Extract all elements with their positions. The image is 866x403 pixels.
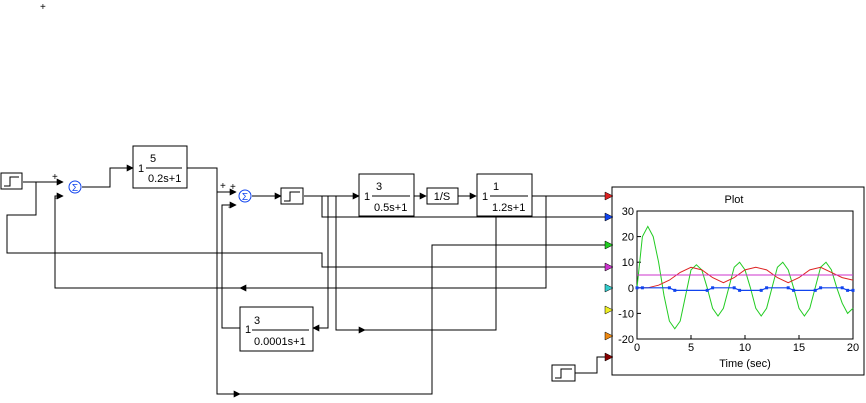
plot-input-port xyxy=(604,283,614,293)
plot-input-ports xyxy=(604,191,614,362)
plot-point xyxy=(732,286,736,290)
integrator-block[interactable]: 1/S xyxy=(426,187,459,205)
plot-input-port xyxy=(604,352,614,362)
plot-xlabel: Time (sec) xyxy=(719,358,771,370)
plot-input-port xyxy=(604,212,614,222)
plot-title: Plot xyxy=(725,194,744,206)
transfer-function-2[interactable]: 1 3 0.5s+1 xyxy=(358,173,415,217)
tf1-numerator: 5 xyxy=(150,153,156,165)
integrator-label: 1/S xyxy=(434,191,451,203)
sum-junction-2[interactable]: Σ + + - xyxy=(220,181,252,213)
tf1-gain: 1 xyxy=(138,163,144,175)
wire-feedback-outer[interactable] xyxy=(54,192,547,289)
saturation-block[interactable] xyxy=(280,187,304,205)
plot-point xyxy=(667,286,671,290)
plot-point xyxy=(851,288,855,292)
wire-tf1-plot-green[interactable] xyxy=(216,168,612,395)
sum1-plus-sign: + xyxy=(52,172,58,183)
wire-sat-plot-blue[interactable] xyxy=(321,196,613,221)
y-tick-label: 0 xyxy=(628,283,634,295)
y-tick-label: 10 xyxy=(622,257,634,269)
y-tick-label: 30 xyxy=(622,206,634,218)
plot-point xyxy=(640,286,644,290)
y-tick-label: 20 xyxy=(622,232,634,244)
plot-point xyxy=(819,286,823,290)
plot-input-port xyxy=(604,305,614,315)
wire-step1-plot-magenta[interactable] xyxy=(14,252,613,271)
tf2-gain: 1 xyxy=(364,191,370,203)
x-tick-label: 10 xyxy=(739,342,751,354)
step-source-2[interactable] xyxy=(551,364,576,382)
sum-junction-1[interactable]: Σ + - xyxy=(52,172,82,204)
plot-input-port xyxy=(604,191,614,201)
wire-step1-branch[interactable] xyxy=(6,182,37,254)
transfer-function-4[interactable]: 1 3 0.0001s+1 xyxy=(239,306,314,352)
tf3-denominator: 1.2s+1 xyxy=(492,202,525,214)
plot-point xyxy=(786,286,790,290)
plot-point xyxy=(705,288,709,292)
step-source-1[interactable] xyxy=(0,172,23,190)
plot-point xyxy=(765,286,769,290)
tf3-gain: 1 xyxy=(482,191,488,203)
plot-point xyxy=(759,288,763,292)
plot-series-line xyxy=(637,266,854,289)
wire-tf1-sum2[interactable] xyxy=(187,167,237,196)
tf4-numerator: 3 xyxy=(254,315,260,327)
tf2-denominator: 0.5s+1 xyxy=(374,202,407,214)
plot-point xyxy=(673,288,677,292)
x-tick-label: 0 xyxy=(634,342,640,354)
wire-to-tf4[interactable] xyxy=(312,196,329,332)
plot-input-port xyxy=(604,331,614,341)
plot-point xyxy=(792,288,796,292)
sigma-icon: Σ xyxy=(72,183,78,194)
tf3-numerator: 1 xyxy=(493,181,499,193)
step-icon xyxy=(4,176,19,187)
plot-point xyxy=(711,286,715,290)
tf4-gain: 1 xyxy=(245,324,251,336)
wire-branch-up[interactable] xyxy=(365,215,497,331)
plot-input-port xyxy=(604,240,614,250)
plot-input-port xyxy=(604,262,614,272)
sum2-plus-sign-2: + xyxy=(230,182,236,193)
step-icon xyxy=(555,368,572,379)
transfer-function-3[interactable]: 1 1 1.2s+1 xyxy=(476,173,533,217)
plot-point xyxy=(738,288,742,292)
y-tick-label: -20 xyxy=(618,334,634,346)
plot-point xyxy=(813,288,817,292)
x-tick-label: 5 xyxy=(688,342,694,354)
tf1-denominator: 0.2s+1 xyxy=(148,173,181,185)
plot-point xyxy=(846,288,850,292)
wire-branch-lower[interactable] xyxy=(335,196,366,334)
transfer-function-1[interactable]: 1 5 0.2s+1 xyxy=(132,145,188,189)
tf4-denominator: 0.0001s+1 xyxy=(254,336,306,348)
sum2-plus-sign: + xyxy=(220,181,226,192)
step-icon xyxy=(284,191,300,202)
cursor-mark: + xyxy=(40,2,46,13)
tf2-numerator: 3 xyxy=(376,181,382,193)
sigma-icon: Σ xyxy=(242,192,248,203)
y-tick-label: -10 xyxy=(618,308,634,320)
sum2-minus-sign: - xyxy=(228,202,231,213)
plot-series xyxy=(635,225,855,330)
wire-sum1-tf1[interactable] xyxy=(82,164,134,188)
x-tick-label: 20 xyxy=(847,342,859,354)
signal-lines xyxy=(6,164,613,398)
sum1-minus-sign: - xyxy=(54,193,57,204)
plot-point xyxy=(635,286,639,290)
x-tick-label: 15 xyxy=(793,342,805,354)
wire-feedback-inner[interactable] xyxy=(221,201,240,329)
wire-step2-plot[interactable] xyxy=(575,353,613,374)
plot-point xyxy=(840,286,844,290)
